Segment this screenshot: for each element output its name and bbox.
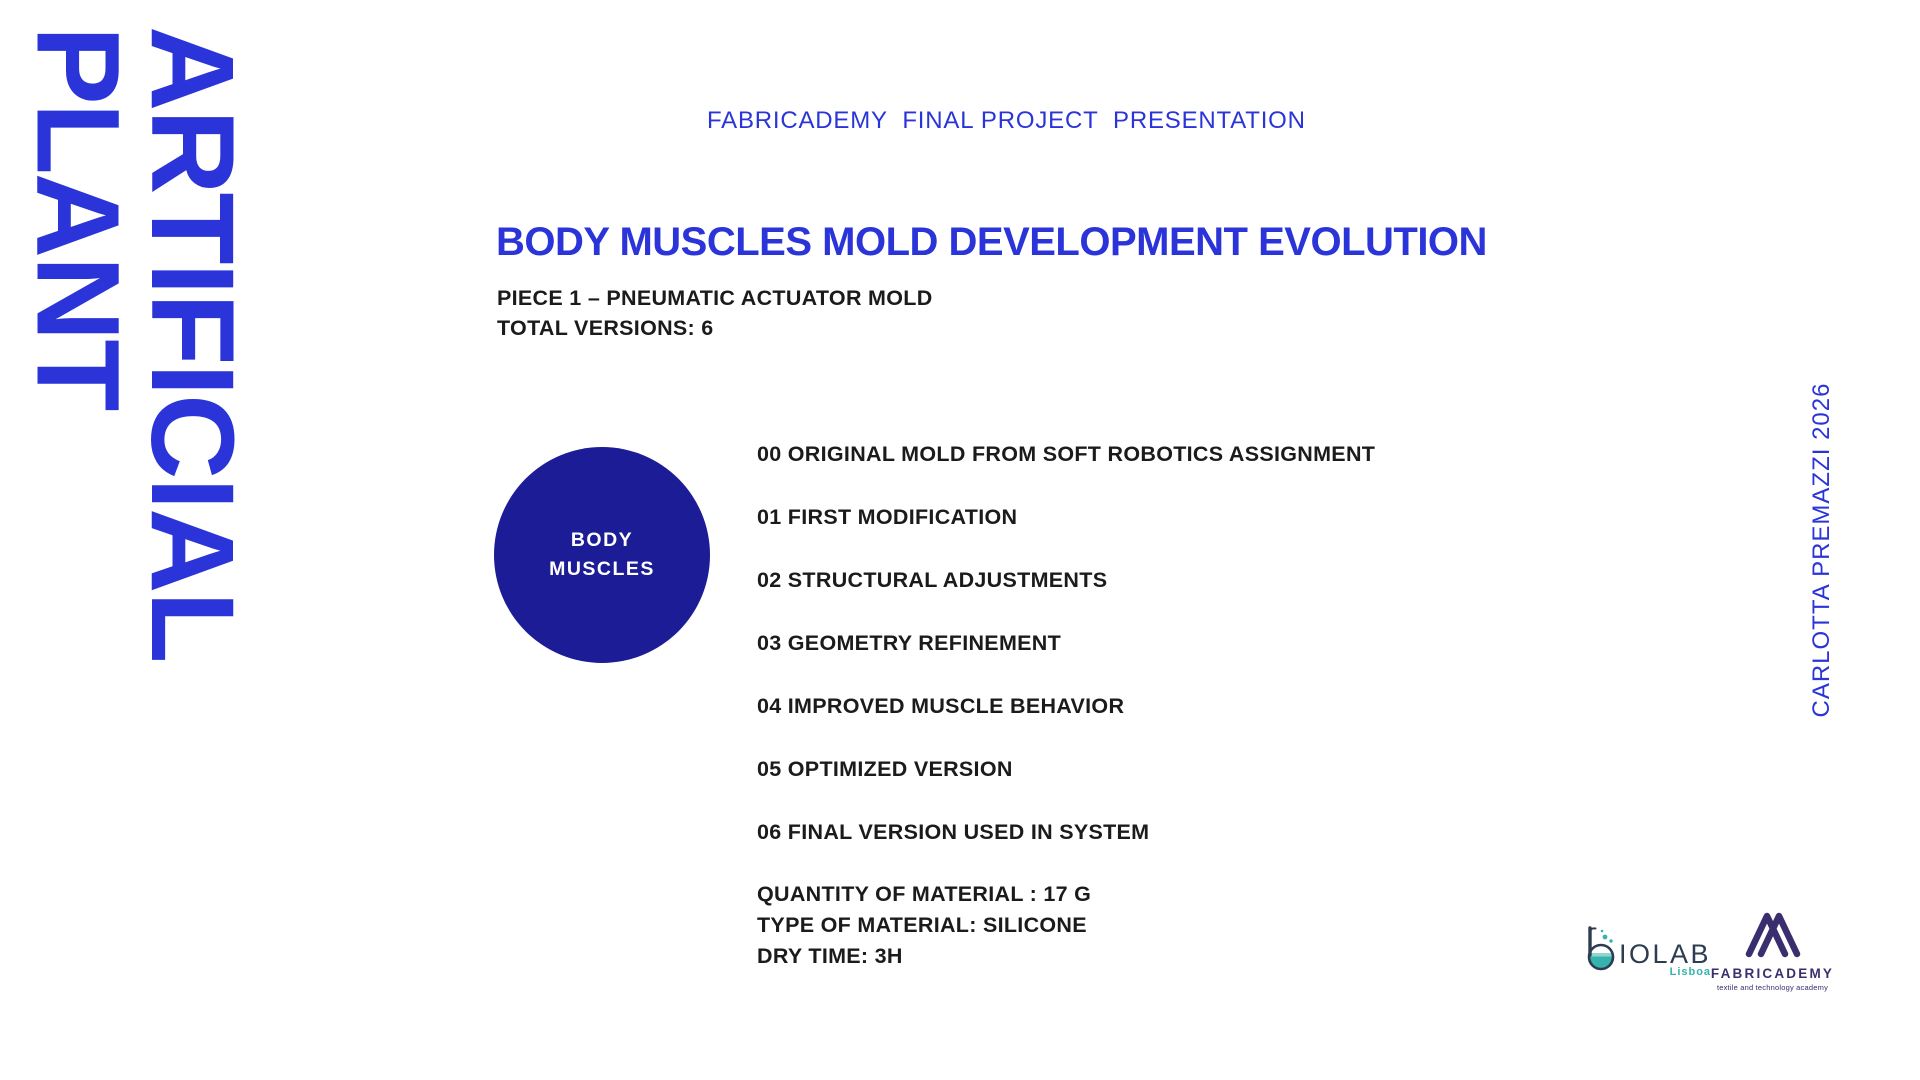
- subtitle-total-versions-line: TOTAL VERSIONS: 6: [497, 316, 714, 340]
- badge-label-line1: BODY: [570, 529, 634, 551]
- fabricademy-logo: FABRICADEMY textile and technology acade…: [1700, 910, 1845, 992]
- version-item: 03 GEOMETRY REFINEMENT: [757, 631, 1062, 655]
- biolab-city-label: Lisboa: [1669, 966, 1712, 978]
- subtitle-block: PIECE 1 – PNEUMATIC ACTUATOR MOLD TOTAL …: [497, 283, 933, 343]
- materials-block: QUANTITY OF MATERIAL : 17 G TYPE OF MATE…: [757, 879, 1091, 972]
- page-title: BODY MUSCLES MOLD DEVELOPMENT EVOLUTION: [496, 220, 1487, 264]
- body-muscles-badge: BODY MUSCLES: [494, 447, 710, 663]
- version-item: 05 OPTIMIZED VERSION: [757, 757, 1013, 781]
- material-type: TYPE OF MATERIAL: SILICONE: [757, 913, 1087, 937]
- author-credit-vertical: CARLOTTA PREMAZZI 2026: [1808, 382, 1835, 718]
- material-quantity: QUANTITY OF MATERIAL : 17 G: [757, 882, 1092, 906]
- version-item: 01 FIRST MODIFICATION: [757, 505, 1018, 529]
- version-item: 04 IMPROVED MUSCLE BEHAVIOR: [757, 694, 1125, 718]
- fabricademy-tagline: textile and technology academy: [1716, 983, 1829, 992]
- badge-label-line2: MUSCLES: [549, 558, 655, 580]
- material-dry-time: DRY TIME: 3H: [757, 944, 903, 968]
- biolab-flask-icon: [1585, 925, 1617, 978]
- presentation-label: FABRICADEMY FINAL PROJECT PRESENTATION: [707, 107, 1306, 134]
- brand-vertical-title: ARTIFICIAL PLANT: [11, 26, 258, 662]
- version-list: 00 ORIGINAL MOLD FROM SOFT ROBOTICS ASSI…: [757, 443, 1375, 884]
- biolab-wordmark: IOLAB: [1619, 939, 1712, 969]
- version-item: 00 ORIGINAL MOLD FROM SOFT ROBOTICS ASSI…: [757, 442, 1376, 466]
- subtitle-piece-line: PIECE 1 – PNEUMATIC ACTUATOR MOLD: [497, 286, 933, 310]
- fabricademy-weave-icon: [1744, 910, 1802, 963]
- biolab-wordmark-block: IOLAB Lisboa: [1619, 939, 1711, 978]
- fabricademy-wordmark: FABRICADEMY: [1710, 966, 1835, 981]
- version-item: 06 FINAL VERSION USED IN SYSTEM: [757, 820, 1150, 844]
- version-item: 02 STRUCTURAL ADJUSTMENTS: [757, 568, 1108, 592]
- biolab-logo: IOLAB Lisboa: [1585, 925, 1711, 978]
